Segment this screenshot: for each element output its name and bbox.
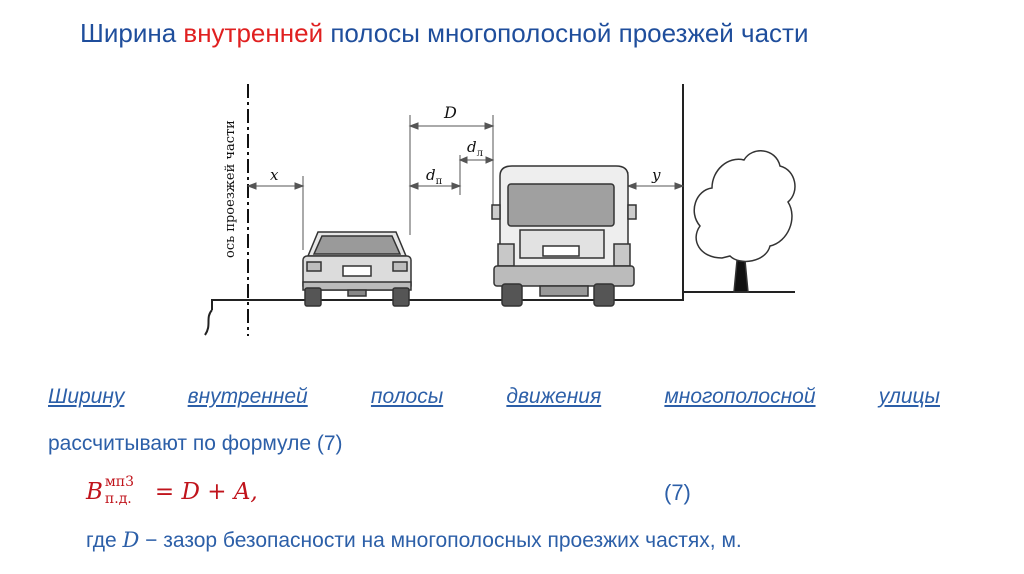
intro-sentence-line2: рассчитывают по формуле (7) <box>48 432 343 455</box>
dim-y-label: y <box>651 166 661 184</box>
definition-variable: D <box>122 528 140 552</box>
axis-label: ось проезжей части <box>223 120 238 258</box>
formula-superscript: мп3 <box>104 474 135 490</box>
word: полосы <box>370 385 444 408</box>
dim-x-label: x <box>270 166 279 184</box>
title-part2: полосы многополосной проезжей части <box>323 18 809 48</box>
dimension-D <box>408 115 495 235</box>
dimension-x <box>246 176 305 250</box>
formula-symbol: B <box>86 479 103 505</box>
ground-line <box>204 291 795 336</box>
van-icon <box>491 165 637 307</box>
formula-subscript: п.д. <box>104 491 132 507</box>
tree-icon <box>693 150 796 293</box>
definition-prefix: где <box>86 529 123 552</box>
title-part1: Ширина <box>80 18 184 48</box>
word: улицы <box>878 385 940 408</box>
word: Ширину <box>48 385 125 408</box>
equation-number: (7) <box>664 480 691 505</box>
dimension-dp <box>408 155 462 195</box>
dim-dl-label: dл <box>467 138 483 159</box>
word: многополосной <box>664 385 816 408</box>
dimension-dl <box>458 156 495 164</box>
intro-sentence-line1: Ширину внутренней полосы движения многоп… <box>48 385 940 409</box>
dim-dp-label: dп <box>426 166 443 187</box>
definition-line: где D − зазор безопасности на многополос… <box>86 528 742 553</box>
title-highlight: внутренней <box>183 18 324 48</box>
word: внутренней <box>187 385 308 408</box>
definition-text: − зазор безопасности на многополосных пр… <box>139 529 742 552</box>
dim-D-label: D <box>443 103 457 122</box>
roadway-diagram: ось проезжей части x D dп dл y <box>204 84 796 336</box>
formula-rhs: = D + A, <box>154 479 258 505</box>
word: движения <box>506 385 602 408</box>
passenger-car-icon <box>302 231 412 307</box>
page-title: Ширина внутренней полосы многополосной п… <box>80 18 809 49</box>
